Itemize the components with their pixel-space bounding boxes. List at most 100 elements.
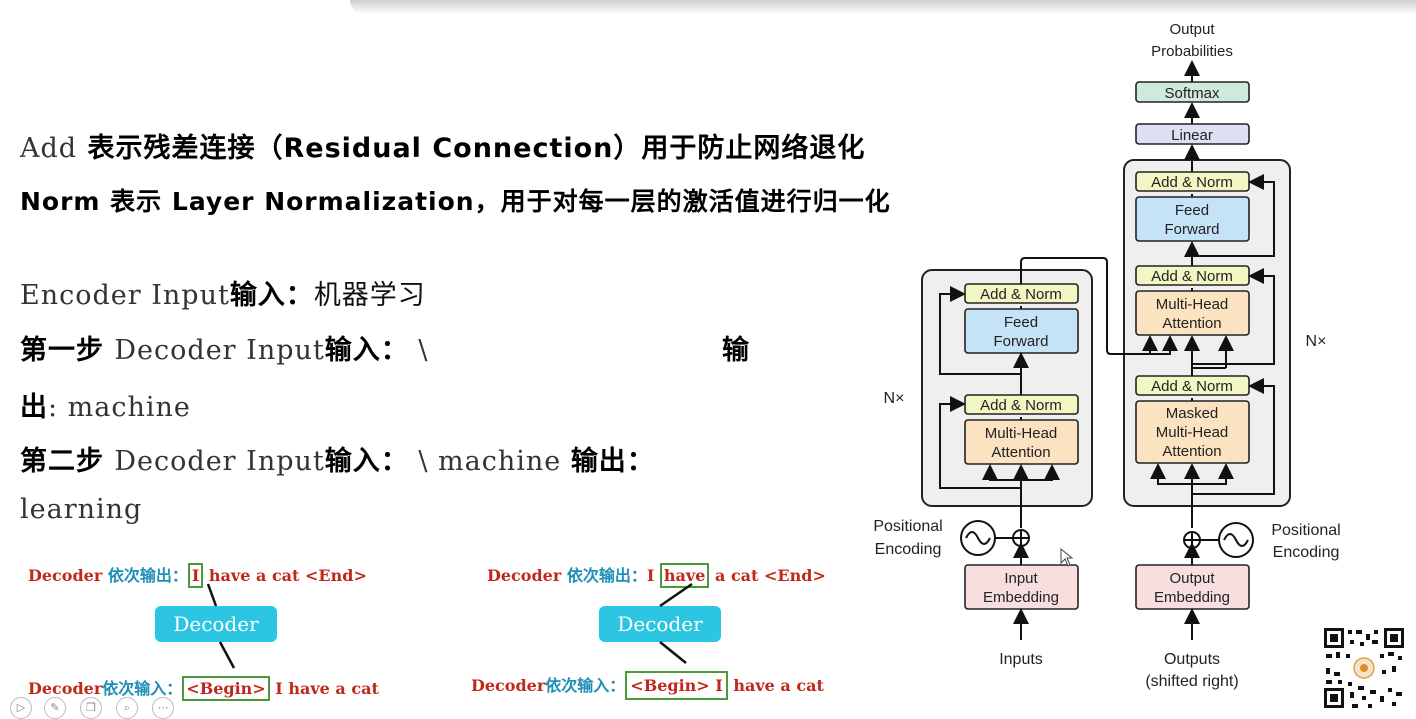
pen-icon[interactable]: ✎ — [44, 697, 66, 719]
connector-line — [206, 583, 218, 607]
line-step-two: 第二步 Decoder Input输入： \ machine 输出： — [20, 439, 655, 478]
line-step-one: 第一步 Decoder Input输入： \ 输 — [20, 328, 750, 367]
input-order-label: 依次输入： — [102, 679, 183, 698]
output-token: <End> — [305, 566, 367, 585]
input-label: 输入： — [229, 280, 314, 311]
add-norm-label: Add & Norm — [1151, 378, 1233, 395]
decoder-input-term: Decoder Input — [114, 446, 325, 477]
masked-label: Masked — [1166, 405, 1219, 422]
sine-wave-icon — [965, 531, 991, 545]
input-token: I — [275, 679, 283, 698]
example-2-output-line: Decoder 依次输出：I have a cat <End> — [487, 562, 826, 588]
output-label-part: 出 — [20, 392, 48, 423]
input-token: have — [288, 679, 330, 698]
encoder-block — [921, 269, 1093, 507]
multi-head-label: Multi-Head — [1156, 424, 1229, 441]
decoder-word: Decoder — [471, 676, 546, 695]
positional-encoding-label: Encoding — [1273, 544, 1340, 561]
linear-label: Linear — [1171, 127, 1213, 144]
encoder-input-term: Encoder Input — [20, 280, 230, 311]
encoder-input-value: 机器学习 — [313, 280, 426, 311]
decoder-input-term: Decoder Input — [114, 335, 325, 366]
output-order-label: 依次输出： — [566, 566, 647, 585]
output-prob-label: Probabilities — [1151, 43, 1233, 60]
decoder-box-1: Decoder — [155, 606, 277, 642]
line-norm: Norm 表示 Layer Normalization，用于对每一层的激活值进行… — [20, 187, 891, 216]
step-one-label: 第一步 — [20, 335, 115, 366]
input-highlight: <Begin> I — [625, 671, 728, 700]
output-order-label: 依次输出： — [107, 566, 188, 585]
wire — [1150, 335, 1178, 355]
output-token: I — [187, 563, 204, 588]
line-residual: Add 表示残差连接（Residual Connection）用于防止网络退化 — [20, 126, 865, 165]
add-term: Add — [20, 133, 78, 164]
wire — [1020, 257, 1158, 355]
add-norm-label: Add & Norm — [980, 397, 1062, 414]
input-token: have — [733, 676, 775, 695]
decoder-word: Decoder — [28, 679, 103, 698]
residual-description: 表示残差连接（Residual Connection）用于防止网络退化 — [77, 133, 866, 164]
step-one-input: \ — [408, 335, 429, 366]
input-label: 输入： — [324, 446, 409, 477]
step-two-input: \ machine — [408, 446, 571, 477]
example-1-output-line: Decoder 依次输出：I have a cat <End> — [28, 562, 367, 588]
input-label: 输入： — [324, 335, 409, 366]
outputs-label: (shifted right) — [1145, 673, 1238, 690]
play-icon[interactable]: ▷ — [10, 697, 32, 719]
feed-forward-label: Feed — [1175, 202, 1209, 219]
multi-head-label: Attention — [991, 444, 1050, 461]
nx-label: N× — [1306, 333, 1327, 350]
line-step-one-output: 出: machine — [20, 385, 191, 424]
outputs-label: Outputs — [1164, 651, 1220, 668]
output-label-part: 输 — [722, 335, 750, 366]
output-token: cat — [271, 566, 300, 585]
decoder-word: Decoder — [28, 566, 108, 585]
add-norm-label: Add & Norm — [980, 286, 1062, 303]
step-two-output: learning — [20, 494, 143, 525]
example-1-input-line: Decoder依次输入：<Begin> I have a cat — [28, 675, 379, 701]
input-order-label: 依次输入： — [545, 676, 626, 695]
residual-wire — [1192, 268, 1275, 365]
top-shadow — [350, 0, 1416, 14]
input-token: I — [715, 676, 723, 695]
decoder-word: Decoder — [487, 566, 567, 585]
input-token: cat — [351, 679, 379, 698]
output-embedding-label: Embedding — [1154, 589, 1230, 606]
add-norm-label: Add & Norm — [1151, 174, 1233, 191]
multi-head-label: Multi-Head — [985, 425, 1058, 442]
output-label: 输出： — [570, 446, 655, 477]
connector-line — [218, 641, 236, 669]
positional-encoding-label: Positional — [1271, 522, 1340, 539]
step-two-label: 第二步 — [20, 446, 115, 477]
output-token: I — [646, 566, 655, 585]
residual-wire — [1192, 378, 1275, 495]
zoom-icon[interactable]: ⌕ — [116, 697, 138, 719]
positional-encoding-label: Encoding — [875, 541, 942, 558]
positional-encoding-label: Positional — [873, 518, 942, 535]
inputs-label: Inputs — [999, 651, 1043, 668]
connector-line — [659, 582, 693, 608]
multi-head-label: Attention — [1162, 315, 1221, 332]
more-icon[interactable]: ⋯ — [152, 697, 174, 719]
decoder-box-2: Decoder — [599, 606, 721, 642]
nx-label: N× — [884, 390, 905, 407]
residual-wire — [1192, 174, 1275, 257]
output-token: have — [208, 566, 251, 585]
input-token: cat — [796, 676, 824, 695]
input-token: <Begin> — [630, 676, 710, 695]
output-prob-label: Output — [1169, 21, 1215, 38]
step-one-output: : machine — [48, 392, 191, 423]
residual-wire — [939, 396, 1021, 489]
input-token: a — [335, 679, 346, 698]
copy-icon[interactable]: ❐ — [80, 697, 102, 719]
line-encoder-input: Encoder Input输入：机器学习 — [20, 273, 426, 312]
example-2-input-line: Decoder依次输入：<Begin> I have a cat — [471, 671, 824, 700]
connector-line — [659, 641, 687, 664]
multi-head-label: Attention — [1162, 443, 1221, 460]
output-token: cat — [730, 566, 759, 585]
feed-forward-label: Forward — [1164, 221, 1219, 238]
output-token: a — [714, 566, 726, 585]
input-token: <Begin> — [182, 676, 270, 701]
output-embedding-label: Output — [1169, 570, 1215, 587]
cursor-icon — [1060, 547, 1074, 567]
